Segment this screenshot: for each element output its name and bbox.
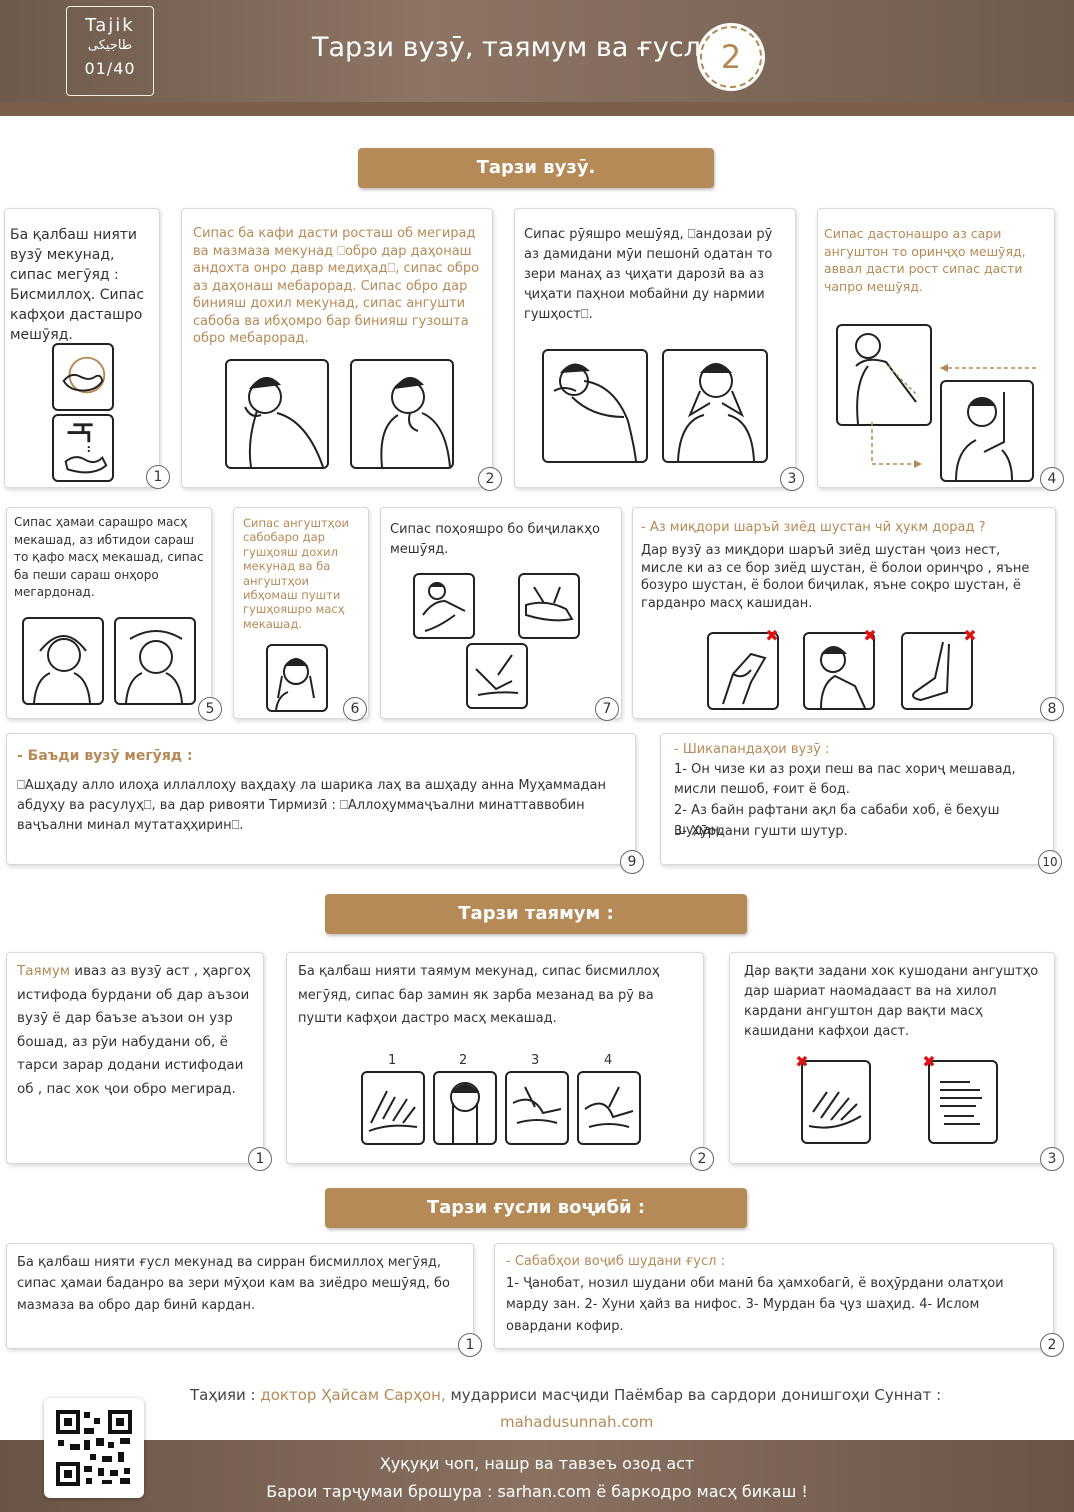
issue-number-badge: 2 [700,26,762,88]
prohibited-icon: ✖ [863,626,877,645]
page-counter: 01/40 [84,59,136,78]
faucet-icon [52,414,114,482]
rinse-mouth-illustration [225,359,329,469]
section-heading-tayammum: Тарзи таямум : [325,894,747,934]
wipe-head-illustration-2 [114,617,196,705]
wudu-card-7-text: Сипас поҳояшро бо биҷилакҳо мешӯяд. [390,522,600,557]
interlace-fingers-illustration [928,1060,998,1144]
prohibited-icon: ✖ [922,1052,936,1071]
tayammum-step-label: 2 [459,1053,468,1068]
step-number-10: 10 [1038,850,1062,874]
spread-fingers-illustration [801,1060,871,1144]
wudu-card-9-heading: - Баъди вузӯ мегӯяд : [17,748,193,764]
section-heading-wudu: Тарзи вузӯ. [358,148,714,188]
header-banner [0,0,1074,116]
wash-feet-illustration-3 [466,643,528,709]
wash-feet-illustration-2 [518,573,580,639]
tayammum-card-1 [6,952,264,1164]
wudu-card-10-item-2: 2- Аз байн рафтани ақл ба сабаби хоб, ё … [674,803,1000,838]
step-number-5: 5 [198,697,222,721]
wipe-face-illustration [433,1071,497,1145]
step-number-7: 7 [595,697,619,721]
footer-copyright: Ҳуқуқи чоп, нашр ва тавзеъ озод аст [379,1454,695,1473]
step-number-2: 2 [478,467,502,491]
wash-arm-illustration-2 [940,380,1034,482]
step-number-6: 6 [343,697,367,721]
wudu-card-8-text: Дар вузӯ аз миқдори шаръӣ зиёд шустан ҷо… [641,543,1030,611]
step-number-4: 4 [1040,467,1064,491]
wudu-card-10-heading: - Шикanандаҳои вузӯ : [674,742,830,757]
wudu-card-4-text: Сипас дастонашро аз сари ангуштон то ори… [824,226,1026,294]
hand-wash-illustration [52,343,114,411]
step-number-8: 8 [1040,697,1064,721]
strike-earth-illustration [361,1071,425,1145]
website-link[interactable]: mahadusunnah.com [500,1413,654,1431]
wipe-ears-illustration [266,644,328,712]
ghusl-card-1 [6,1243,474,1349]
tayammum-step-number-3: 3 [1040,1147,1064,1171]
wudu-card-9 [6,733,636,865]
credits-line: Таҳияи : доктор Ҳайсам Сарҳон, мударриси… [190,1386,1050,1404]
qr-code[interactable] [44,1398,144,1498]
direction-arrow-icon [871,364,1036,468]
wudu-card-8-question: - Аз миқдори шаръӣ зиёд шустан чӣ ҳукм д… [641,520,986,535]
wipe-hands-illustration-2 [577,1071,641,1145]
tayammum-card-3 [729,952,1055,1164]
ghusl-card-2-text: 1- Ҷанобат, нозил шудани оби манӣ ба ҳам… [506,1276,1004,1334]
tayammum-definition: иваз аз вузӯ аст , ҳаргоҳ истифода бурда… [17,963,251,1097]
header-shade [0,102,1074,116]
prohibited-icon: ✖ [963,626,977,645]
tayammum-card-1-text: Таямум иваз аз вузӯ аст , ҳаргоҳ истифод… [17,960,251,1102]
credits-prefix: Таҳияи : [190,1386,261,1404]
language-badge: Tajik طاجیکی 01/40 [66,6,154,96]
wash-face-illustration-1 [542,349,648,463]
excess-washing-illustration-1 [707,632,779,710]
tayammum-step-label: 1 [388,1053,397,1068]
tayammum-step-number-1: 1 [248,1147,272,1171]
ghusl-card-2-heading: - Сабабҳои воҷиб шудани ғусл : [506,1254,725,1269]
rinse-nose-illustration [350,359,454,469]
excess-washing-illustration-2 [803,632,875,710]
wudu-card-10-item-1: 1- Он чизе ки аз роҳи пеш ва пас хориҷ м… [674,762,1016,797]
wipe-head-illustration-1 [22,617,104,705]
tayammum-card-2-text: Ба қалбаш нияти таямум мекунад, сипас би… [298,964,660,1027]
excess-washing-illustration-3 [901,632,973,710]
tayammum-card-3-text: Дар вақти задани хок кушодани ангуштҳо д… [744,964,1039,1039]
step-number-1: 1 [146,465,170,489]
wudu-card-5-text: Сипас ҳамаи сарашро масҳ мекашад, аз ибт… [14,515,204,599]
wash-face-illustration-2 [662,349,768,463]
ghusl-card-2 [494,1243,1054,1349]
footer-banner [0,1440,1074,1512]
prohibited-icon: ✖ [765,626,779,645]
tayammum-step-number-2: 2 [690,1147,714,1171]
wudu-card-6-text: Сипас ангуштҳои сабобаро дар гушҳояш дох… [243,516,349,631]
footer-translation-info: Барои тарҷумаи брошура : sarhan.com ё ба… [266,1482,808,1501]
prohibited-icon: ✖ [795,1052,809,1071]
page-title: Тарзи вузӯ, таямум ва ғусл [312,32,701,63]
ghusl-card-1-text: Ба қалбаш нияти ғусл мекунад ва сирран б… [17,1255,451,1313]
wudu-card-10 [660,733,1054,865]
wipe-hands-illustration-1 [505,1071,569,1145]
ghusl-step-number-2: 2 [1040,1333,1064,1357]
wudu-card-1-text: Ба қалбаш нияти вузӯ мекунад, сипас мегӯ… [10,227,145,343]
tayammum-step-label: 4 [604,1053,613,1068]
credits-author: доктор Ҳайсам Сарҳон, [260,1386,446,1404]
language-name: Tajik [85,15,135,36]
wudu-card-9-text: ⎕Ашҳаду алло илоҳа иллаллоҳу ваҳдаҳу ла … [17,778,606,833]
language-native-name: طاجیکی [87,38,133,53]
step-number-3: 3 [780,467,804,491]
ghusl-step-number-1: 1 [458,1333,482,1357]
section-heading-ghusl: Тарзи ғусли воҷибӣ : [325,1188,747,1228]
credits-suffix: мударриси масҷиди Паёмбар ва сардори дон… [445,1386,942,1404]
tayammum-step-label: 3 [531,1053,540,1068]
wudu-card-2-text: Сипас ба кафи дасти росташ об мегирад ва… [193,226,480,346]
step-number-9: 9 [620,850,644,874]
tayammum-term: Таямум [17,963,70,979]
wudu-card-3-text: Сипас рӯяшро мешӯяд, ⎕андозаи рӯ аз дами… [524,227,773,322]
wudu-card-10-item-3: 3- Хӯрдани гушти шутур. [674,824,848,839]
wash-feet-illustration-1 [413,573,475,639]
wash-arm-illustration-1 [836,324,932,426]
